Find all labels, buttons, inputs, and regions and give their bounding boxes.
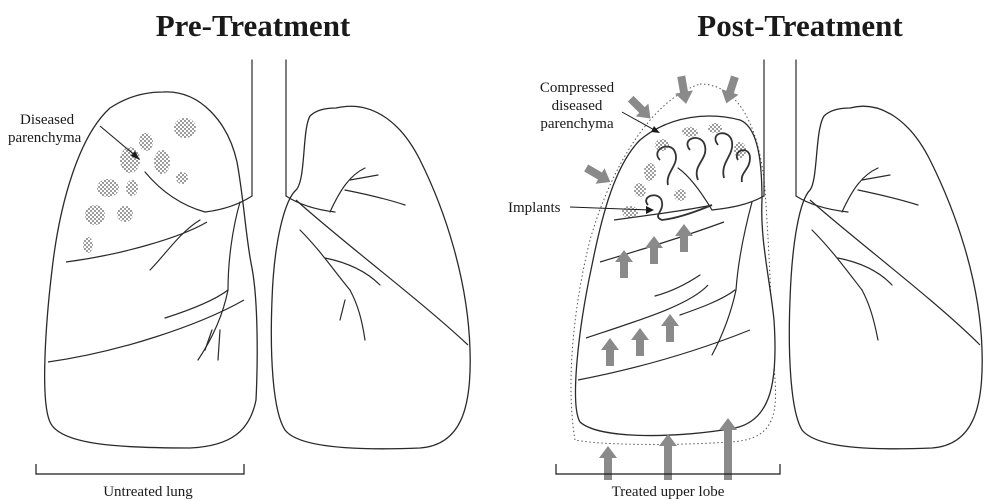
pre-treatment-panel: Pre-Treatment (8, 8, 470, 500)
post-implants-label: Implants (508, 200, 561, 216)
compression-arrow (672, 75, 695, 106)
pre-treatment-title: Pre-Treatment (156, 8, 351, 43)
pre-trachea (252, 60, 286, 196)
post-compressed-label-line3: parenchyma (540, 116, 614, 132)
post-treatment-panel: Post-Treatment (508, 8, 982, 500)
pre-diseased-label-line2: parenchyma (8, 130, 82, 146)
post-left-lung (789, 106, 982, 449)
post-bracket-label: Treated upper lobe (612, 484, 725, 500)
expansion-arrow (599, 446, 617, 480)
post-compressed-label-line2: diseased (552, 98, 603, 114)
expansion-arrow (719, 418, 737, 480)
pre-bracket-label: Untreated lung (103, 484, 193, 500)
expansion-arrow (659, 434, 677, 480)
post-treatment-title: Post-Treatment (697, 8, 903, 43)
compression-arrow (582, 160, 615, 190)
post-trachea (764, 60, 796, 196)
post-right-lung (576, 116, 776, 435)
pre-diseased-label-line1: Diseased (20, 112, 75, 128)
compression-arrow (718, 74, 744, 106)
post-compressed-label-line1: Compressed (540, 80, 615, 96)
compression-arrow (624, 92, 657, 125)
pre-left-lung (271, 106, 470, 449)
pre-bracket (36, 464, 244, 474)
